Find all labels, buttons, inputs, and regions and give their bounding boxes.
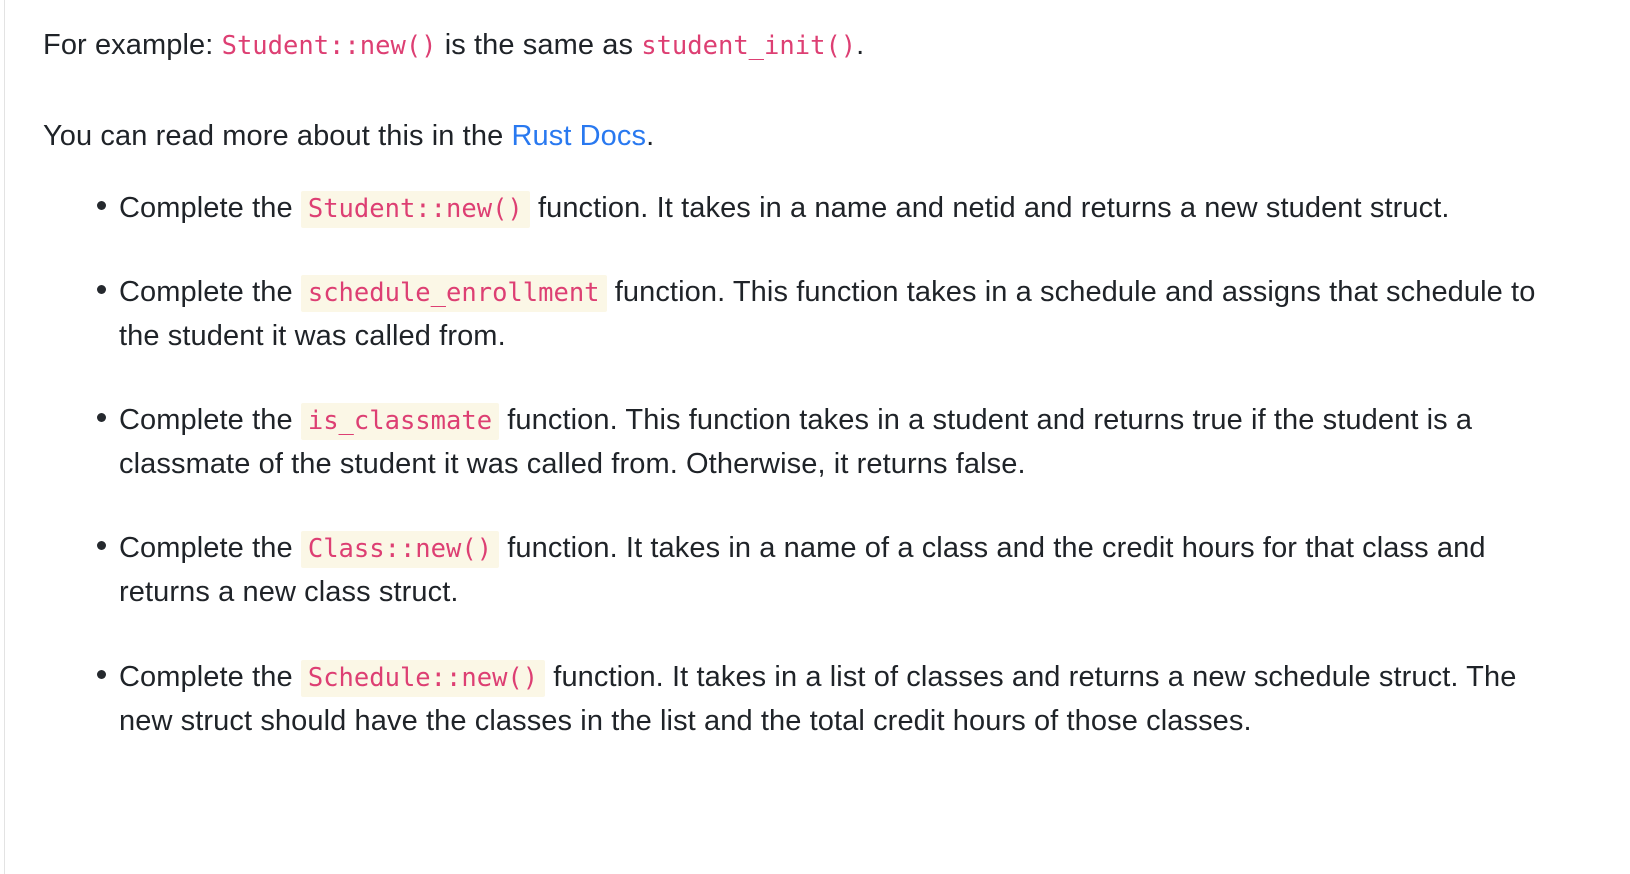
task-list: Complete the Student::new() function. It… — [0, 186, 1630, 743]
task-rest-text: function. This function takes in a stude… — [119, 404, 1473, 481]
task-rest-text: function. This function takes in a sched… — [119, 276, 1536, 353]
intro-lead-text: For example: — [43, 29, 222, 61]
list-item: Complete the Student::new() function. It… — [0, 186, 1630, 230]
list-item: Complete the schedule_enrollment functio… — [0, 270, 1630, 358]
inline-code-student-new: Student::new() — [300, 191, 530, 228]
left-edge-rule — [4, 0, 5, 874]
inline-code-class-new: Class::new() — [300, 531, 500, 569]
task-lead-text: Complete the — [119, 532, 301, 565]
task-lead-text: Complete the — [119, 192, 301, 224]
docs-reference-paragraph: You can read more about this in the Rust… — [43, 115, 654, 157]
intro-paragraph: For example: Student::new() is the same … — [43, 24, 864, 66]
task-rest-text: function. It takes in a list of classes … — [119, 660, 1517, 737]
rust-docs-link[interactable]: Rust Docs — [511, 120, 647, 152]
intro-tail-text: . — [856, 29, 865, 61]
bullet-marker-icon — [97, 669, 106, 679]
task-lead-text: Complete the — [119, 404, 301, 437]
inline-code-schedule-new: Schedule::new() — [300, 659, 546, 697]
intro-middle-text: is the same as — [436, 29, 642, 61]
task-rest-text: function. It takes in a name and netid a… — [529, 192, 1450, 224]
task-lead-text: Complete the — [119, 660, 301, 693]
list-item: Complete the Class::new() function. It t… — [0, 526, 1630, 614]
bullet-marker-icon — [97, 285, 106, 295]
inline-code-is-classmate: is_classmate — [300, 403, 500, 441]
inline-code-schedule-enrollment: schedule_enrollment — [300, 275, 607, 313]
list-item: Complete the Schedule::new() function. I… — [0, 655, 1630, 743]
task-lead-text: Complete the — [119, 276, 301, 309]
bullet-marker-icon — [97, 541, 106, 551]
task-rest-text: function. It takes in a name of a class … — [119, 532, 1486, 609]
docs-tail-text: . — [646, 120, 655, 152]
docs-lead-text: You can read more about this in the — [43, 120, 512, 152]
inline-code-student-init: student_init() — [641, 31, 857, 61]
bullet-marker-icon — [97, 413, 106, 423]
list-item: Complete the is_classmate function. This… — [0, 398, 1630, 486]
bullet-marker-icon — [97, 201, 106, 210]
inline-code-student-new: Student::new() — [221, 31, 437, 61]
